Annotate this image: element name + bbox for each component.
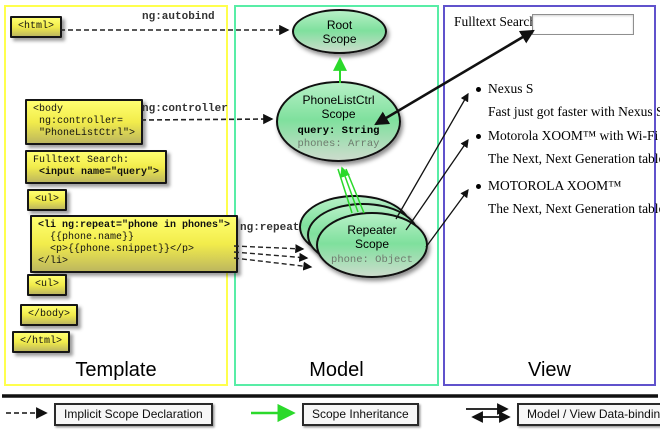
code-html-open: <html>	[10, 16, 63, 38]
root-scope-node: Root Scope	[292, 9, 387, 54]
bullet-dot	[476, 134, 481, 139]
phonelistctrl-scope-node: PhoneListCtrl Scope query: String phones…	[276, 81, 401, 162]
phones-prop: phones: Array	[297, 137, 380, 150]
repeater-scope-node: Repeater Scope phone: Object	[316, 212, 428, 278]
legend-inheritance-label: Scope Inheritance	[302, 403, 419, 426]
code-li-rest: {{phone.name}} <p>{{phone.snippet}}</p> …	[38, 232, 195, 267]
fulltext-search-input[interactable]	[532, 14, 634, 35]
code-li-repeat: <li ng:repeat="phone in phones"> {{phone…	[30, 215, 239, 273]
ng-controller-label: ng:controller	[142, 103, 228, 115]
code-body-open: <body ng:controller= "PhoneListCtrl">	[25, 99, 144, 145]
view-column: View	[443, 5, 656, 386]
phone-item-desc: The Next, Next Generation tablet.	[488, 201, 660, 216]
phone-item-title: MOTOROLA XOOM™	[488, 178, 622, 193]
code-body-close: </body>	[20, 304, 79, 326]
bullet-dot	[476, 184, 481, 189]
code-li-line1: <li ng:repeat="phone in phones">	[38, 220, 231, 231]
code-fulltext-search: Fulltext Search: <input name="query">	[25, 150, 168, 184]
query-prop: query: String	[297, 124, 380, 137]
legend-implicit-label: Implicit Scope Declaration	[54, 403, 213, 426]
code-fulltext-input: <input name="query">	[33, 167, 160, 178]
code-html-close: </html>	[12, 331, 71, 353]
legend-databinding-arrow-icon	[466, 403, 511, 423]
view-label: View	[528, 359, 571, 381]
fulltext-search-label: Fulltext Search:	[454, 14, 540, 29]
phone-item-title: Nexus S	[488, 81, 534, 96]
legend-databinding-label: Model / View Data-binding	[517, 403, 660, 426]
phone-item-desc: The Next, Next Generation tablet.	[488, 151, 660, 166]
root-scope-title: Root Scope	[322, 17, 357, 46]
code-fulltext-label: Fulltext Search:	[33, 155, 130, 166]
ng-autobind-label: ng:autobind	[142, 11, 215, 23]
code-ul-close: <ul>	[27, 274, 68, 296]
model-label: Model	[309, 359, 364, 381]
phonelistctrl-scope-title: PhoneListCtrl Scope	[302, 92, 375, 121]
repeater-scope-title: Repeater Scope	[347, 223, 397, 251]
model-column: Model	[234, 5, 439, 386]
phone-item-desc: Fast just got faster with Nexus S.	[488, 104, 660, 119]
template-label: Template	[75, 359, 157, 381]
code-ul-open: <ul>	[27, 189, 68, 211]
bullet-dot	[476, 87, 481, 92]
phone-prop: phone: Object	[331, 254, 413, 266]
phone-item-title: Motorola XOOM™ with Wi-Fi	[488, 128, 659, 143]
ng-repeat-label: ng:repeat	[240, 222, 300, 234]
